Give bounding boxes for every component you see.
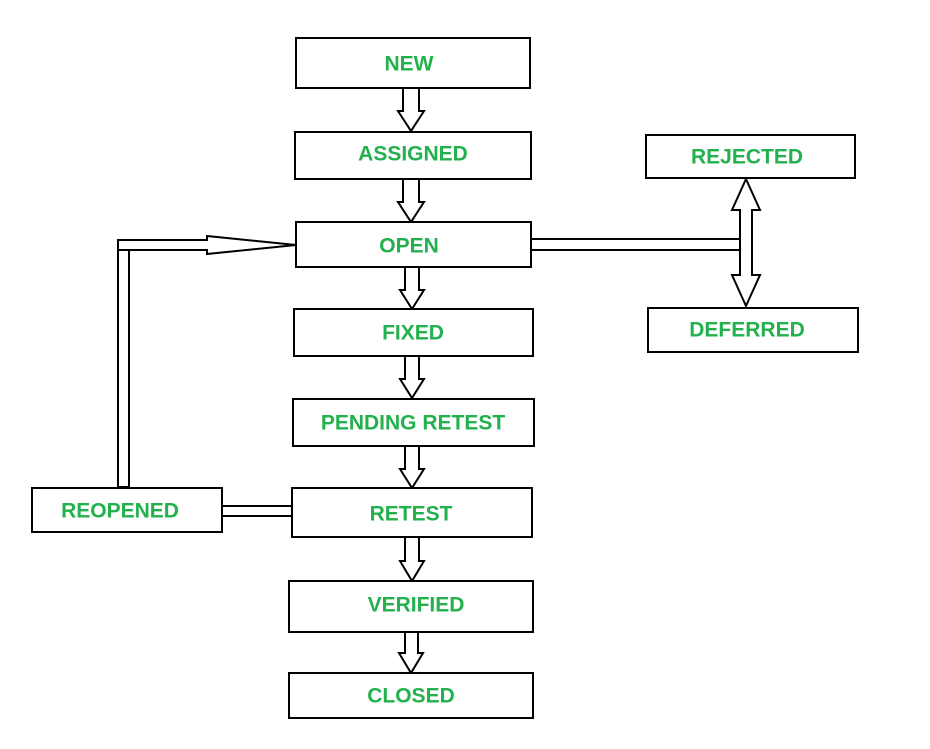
- state-open: OPEN: [295, 221, 532, 268]
- arrow-open-to-fixed: [398, 266, 426, 311]
- state-assigned-label: ASSIGNED: [358, 143, 468, 166]
- arrow-fixed-to-pending-retest: [398, 355, 426, 400]
- state-fixed: FIXED: [293, 308, 534, 357]
- arrow-reopened-to-open: [117, 234, 297, 256]
- arrow-new-to-assigned: [396, 87, 426, 133]
- state-fixed-label: FIXED: [382, 322, 444, 345]
- state-assigned: ASSIGNED: [294, 131, 532, 180]
- state-closed: CLOSED: [288, 672, 534, 719]
- connector-open-to-side: [530, 238, 751, 251]
- connector-retest-to-reopened: [221, 505, 293, 517]
- state-closed-label: CLOSED: [367, 685, 455, 708]
- state-rejected: REJECTED: [645, 134, 856, 179]
- state-verified: VERIFIED: [288, 580, 534, 633]
- arrow-verified-to-closed: [397, 631, 425, 675]
- arrow-assigned-to-open: [396, 178, 426, 224]
- state-retest: RETEST: [291, 487, 533, 538]
- state-pending-retest-label: PENDING RETEST: [321, 412, 506, 435]
- state-reopened: REOPENED: [31, 487, 223, 533]
- state-reopened-label: REOPENED: [61, 500, 179, 523]
- connector-reopened-up: [117, 249, 130, 488]
- arrow-retest-to-verified: [398, 536, 426, 583]
- state-rejected-label: REJECTED: [691, 146, 803, 169]
- state-deferred-label: DEFERRED: [689, 319, 805, 342]
- arrow-pending-retest-to-retest: [398, 445, 426, 490]
- state-new-label: NEW: [385, 53, 434, 76]
- state-open-label: OPEN: [379, 235, 439, 258]
- state-verified-label: VERIFIED: [368, 594, 465, 617]
- arrow-open-to-rejected-deferred: [730, 176, 762, 309]
- state-pending-retest: PENDING RETEST: [292, 398, 535, 447]
- state-retest-label: RETEST: [370, 503, 453, 526]
- state-new: NEW: [295, 37, 531, 89]
- state-deferred: DEFERRED: [647, 307, 859, 353]
